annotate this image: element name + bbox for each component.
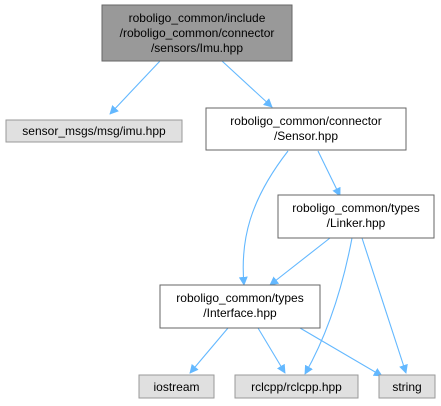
node-linker-line-2: /Linker.hpp xyxy=(327,216,386,230)
edge-interface-to-iostream xyxy=(189,327,229,374)
node-root-line-3: /sensors/Imu.hpp xyxy=(151,41,243,55)
node-imu-label: sensor_msgs/msg/imu.hpp xyxy=(22,124,166,138)
node-interface[interactable]: roboligo_common/types /Interface.hpp xyxy=(159,284,321,329)
node-sensor-msgs-imu[interactable]: sensor_msgs/msg/imu.hpp xyxy=(5,119,183,143)
edge-linker-to-interface xyxy=(269,237,331,286)
edge-sensor-to-interface xyxy=(238,150,289,286)
edge-linker-to-string xyxy=(361,237,408,374)
node-sensor[interactable]: roboligo_common/connector /Sensor.hpp xyxy=(205,107,407,151)
node-rclcpp[interactable]: rclcpp/rclcpp.hpp xyxy=(234,374,359,399)
edge-linker-to-rclcpp xyxy=(304,237,353,375)
node-linker-line-1: roboligo_common/types xyxy=(292,201,419,215)
edge-root-to-imu xyxy=(109,60,161,115)
node-root-line-2: /roboligo_common/connector xyxy=(120,26,275,40)
node-interface-line-2: /Interface.hpp xyxy=(203,306,277,320)
node-root[interactable]: roboligo_common/include /roboligo_common… xyxy=(101,4,293,62)
edge-interface-to-rclcpp xyxy=(257,327,286,374)
node-linker[interactable]: roboligo_common/types /Linker.hpp xyxy=(277,194,435,239)
edges xyxy=(109,60,408,377)
node-string-label: string xyxy=(392,380,421,394)
node-string[interactable]: string xyxy=(378,374,436,399)
edge-sensor-to-linker xyxy=(317,150,341,197)
node-root-line-1: roboligo_common/include xyxy=(129,11,266,25)
edge-root-to-sensor xyxy=(221,60,273,108)
node-sensor-line-2: /Sensor.hpp xyxy=(274,129,338,143)
node-iostream-label: iostream xyxy=(153,380,199,394)
node-sensor-line-1: roboligo_common/connector xyxy=(230,114,381,128)
node-rclcpp-label: rclcpp/rclcpp.hpp xyxy=(251,380,342,394)
node-iostream[interactable]: iostream xyxy=(138,374,215,399)
node-interface-line-1: roboligo_common/types xyxy=(176,291,303,305)
edge-interface-to-string xyxy=(299,327,383,377)
